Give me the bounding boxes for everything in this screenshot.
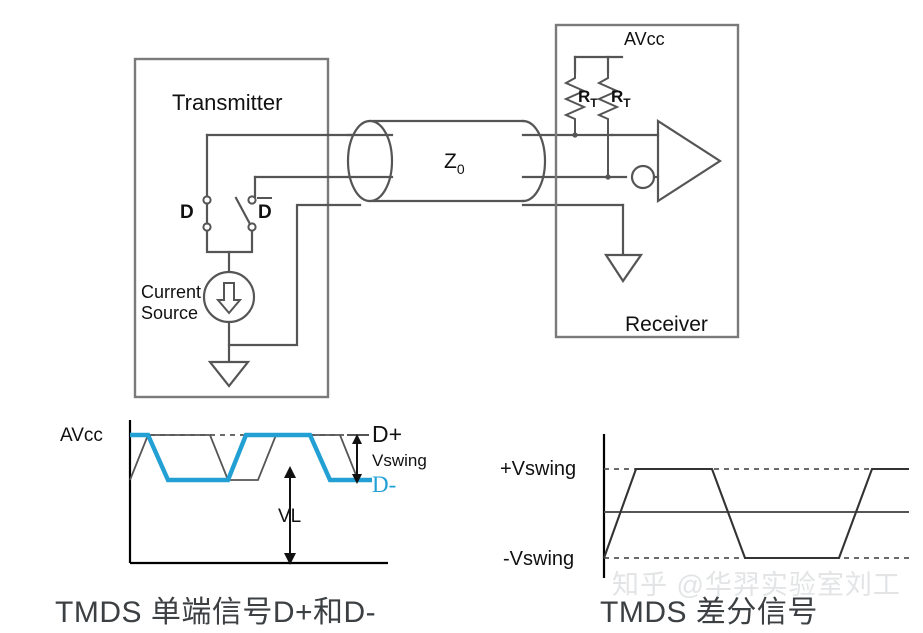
left-chart-vl-label: VL — [278, 506, 301, 527]
cable-left-cap — [346, 119, 394, 203]
wire-switch-common — [205, 229, 254, 254]
amp-inverting-bubble-icon — [630, 164, 656, 190]
receiver-ground-icon — [603, 253, 644, 283]
receiver-title-text: Receiver — [625, 313, 708, 336]
node-rt1-signal — [572, 132, 578, 138]
left-chart-dplus-trace — [129, 434, 372, 481]
switch-dbar-top-terminal — [247, 195, 257, 205]
left-chart-dminus-trace — [130, 432, 372, 483]
wire-return-path — [227, 203, 362, 347]
switch-dbar-blade — [234, 196, 252, 226]
cable-impedance-label: Z0 — [444, 150, 465, 177]
watermark-text: 知乎 @华羿实验室刘工 — [612, 570, 901, 600]
right-chart-plus-vswing-label: +Vswing — [500, 458, 576, 480]
switch-d-label: D — [180, 202, 194, 223]
current-source-arrow-icon — [215, 282, 243, 315]
right-chart-caption: TMDS 差分信号 — [600, 596, 818, 629]
left-chart-vswing-arrow-head-up — [352, 434, 362, 444]
left-chart-vl-arrow-head-down — [284, 553, 296, 565]
differential-amplifier-symbol — [656, 118, 723, 204]
left-chart-vl-arrow-head-up — [284, 466, 296, 478]
left-chart-dplus-label: D+ — [372, 421, 402, 447]
transmitter-box — [133, 57, 330, 399]
cable-right-cap — [521, 119, 547, 203]
left-chart-vswing-arrow-head-down — [352, 474, 362, 484]
resistor-rt-2-symbol — [596, 72, 620, 177]
node-rt2-signal — [605, 174, 611, 180]
current-source-label-line2: Source — [141, 303, 198, 323]
switch-dbar-label: D — [258, 202, 272, 223]
right-chart-minus-vswing-label: -Vswing — [503, 548, 574, 570]
receiver-avcc-label: AVcc — [624, 29, 665, 49]
current-source-label-line1: Current — [141, 282, 201, 302]
receiver-box — [554, 23, 740, 339]
right-chart-differential-trace — [603, 467, 909, 560]
resistor-rt-1-symbol — [563, 72, 587, 135]
left-chart-caption: TMDS 单端信号D+和D- — [55, 596, 377, 629]
left-chart-vswing-label: Vswing — [372, 451, 427, 470]
transmitter-ground-icon — [207, 360, 251, 388]
left-chart-avcc-label: AVcc — [60, 425, 103, 446]
left-chart-dminus-label: D- — [372, 472, 396, 497]
transmitter-title-text: Transmitter — [172, 90, 282, 115]
